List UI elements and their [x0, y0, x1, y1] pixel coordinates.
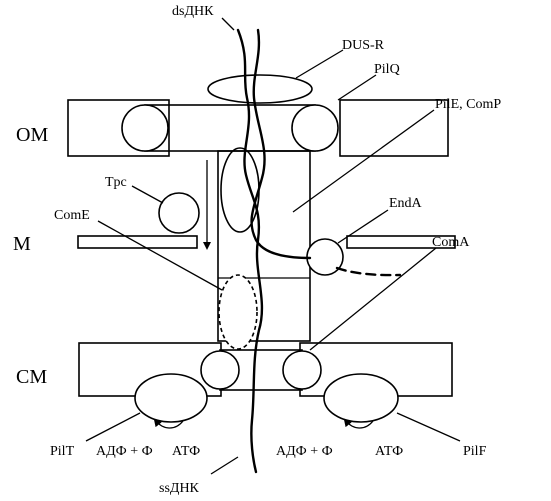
- ss-dna-strand: [236, 28, 264, 474]
- leader-pilf: [396, 412, 461, 442]
- label-atp-right: АТФ: [375, 444, 403, 459]
- pile-comp-ellipse: [220, 147, 260, 233]
- pilt-atpase: [134, 373, 208, 423]
- leader-dus-r: [295, 49, 344, 79]
- label-pile-comp: PilE, ComP: [435, 97, 501, 112]
- pilf-atp-arrow: [343, 418, 374, 429]
- pilt-atp-arrow: [153, 418, 184, 429]
- label-ss-dna: ssДНК: [159, 481, 200, 496]
- label-adp-left: АДФ + Ф: [96, 444, 153, 459]
- coma-ring-right: [282, 350, 322, 390]
- leader-coma: [309, 247, 437, 351]
- dus-r-receptor: [207, 74, 313, 104]
- come-dashed-ellipse: [218, 274, 258, 350]
- leader-come: [97, 220, 223, 291]
- leader-pilt: [85, 412, 141, 442]
- leader-ss-dna: [210, 456, 239, 475]
- leader-pilq: [337, 74, 377, 101]
- label-pilf: PilF: [463, 444, 487, 459]
- leader-pile-comp: [292, 109, 435, 213]
- pilq-ring-left: [121, 104, 169, 152]
- label-pilq: PilQ: [374, 62, 400, 77]
- tpc-protein: [158, 192, 200, 234]
- m-bar-right: [346, 235, 456, 249]
- label-m: M: [13, 233, 31, 255]
- coma-ring-left: [200, 350, 240, 390]
- leader-ds-dna: [221, 17, 235, 31]
- label-pilt: PilT: [50, 444, 75, 459]
- label-adp-right: АДФ + Ф: [276, 444, 333, 459]
- pilq-tube: [144, 104, 316, 152]
- label-om: OM: [16, 124, 48, 146]
- enda-nuclease: [306, 238, 344, 276]
- enda-degraded-strand: [335, 266, 402, 277]
- label-tpc: Tpc: [105, 175, 127, 190]
- pilq-ring-right: [291, 104, 339, 152]
- label-enda: EndA: [389, 196, 423, 211]
- leader-enda: [337, 209, 389, 244]
- label-dus-r: DUS-R: [342, 38, 385, 53]
- label-atp-left: АТФ: [172, 444, 200, 459]
- pilf-atpase: [323, 373, 399, 423]
- label-come: ComE: [54, 208, 90, 223]
- om-block-right: [339, 99, 449, 157]
- m-bar-left: [77, 235, 198, 249]
- label-coma: ComA: [432, 235, 470, 250]
- om-block-left: [67, 99, 170, 157]
- label-ds-dna: dsДНК: [172, 4, 214, 19]
- ds-dna-strand: [250, 28, 312, 260]
- leader-tpc: [131, 185, 164, 204]
- label-cm: CM: [16, 366, 47, 388]
